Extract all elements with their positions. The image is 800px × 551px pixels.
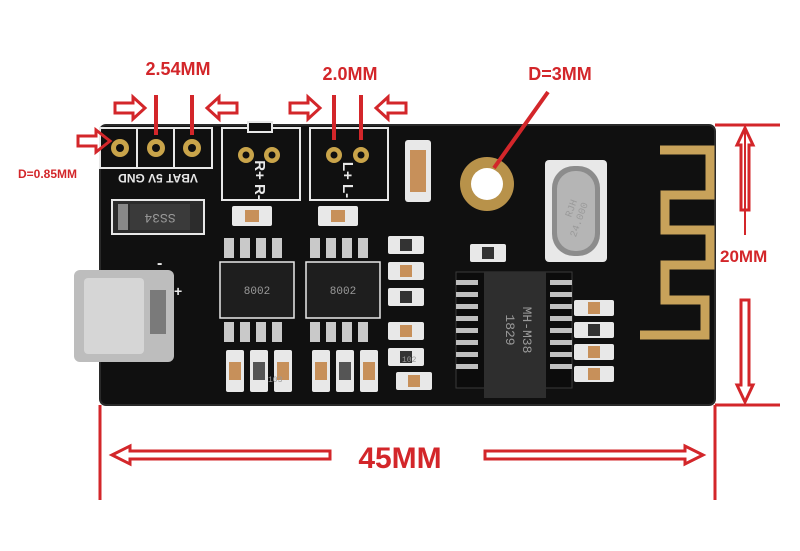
arrow-left-icon [204,93,239,123]
smd-column-right [574,300,614,382]
smd-top-bt [470,244,506,262]
bt-chip-label-2: 1829 [502,314,517,345]
arrow-right-long-icon [483,443,707,467]
annotations [76,90,780,500]
label-board-length: 45MM [358,442,441,475]
silk-usb-plus: + [174,283,182,299]
left-channel-header [309,127,389,201]
arrow-left-long-icon [108,443,332,467]
amp-chip-1: 8002 [219,238,295,342]
silk-power-pins: VBAT 5V GND [118,171,198,185]
diode-label: SS34 [144,210,175,225]
pcb-antenna [640,145,715,340]
bluetooth-chip: MH-M38 1829 [455,271,573,398]
mounting-hole [460,157,514,211]
label-pin-pitch-small: 2.0MM [322,64,377,84]
smd-caps-row-top [232,206,358,226]
crystal-oscillator: RJH 24.000 [545,160,607,262]
arrow-pin-icon [76,126,113,156]
amp-chip-2: 8002 [305,238,381,342]
smd-caps-bottom [226,350,378,392]
arrow-left-icon-2 [373,93,408,123]
power-header [99,127,213,169]
arrow-down-icon [734,298,756,406]
smd-column-mid [388,236,432,390]
label-hole-diameter: D=3MM [528,64,592,84]
micro-usb-connector [74,270,174,362]
label-pin-pitch-large: 2.54MM [145,59,210,79]
arrow-right-icon-2 [288,93,323,123]
arrow-right-icon [113,93,148,123]
silk-usb-minus: - [157,255,162,272]
arrow-up-icon [734,124,756,212]
label-pin-diameter: D=0.85MM [18,167,77,181]
right-channel-header [221,121,301,201]
diode-ss34: SS34 [111,199,205,235]
label-board-height: 20MM [720,247,767,266]
top-capacitor [405,140,431,202]
bt-chip-label-1: MH-M38 [519,307,534,354]
amp-chip-2-label: 8002 [330,286,356,298]
smd-code-2: 103 [268,376,283,385]
silk-left-channel: L+ L- [339,162,356,198]
smd-code-1: 102 [402,356,417,365]
silk-right-channel: R+ R- [251,160,268,200]
amp-chip-1-label: 8002 [244,286,270,298]
